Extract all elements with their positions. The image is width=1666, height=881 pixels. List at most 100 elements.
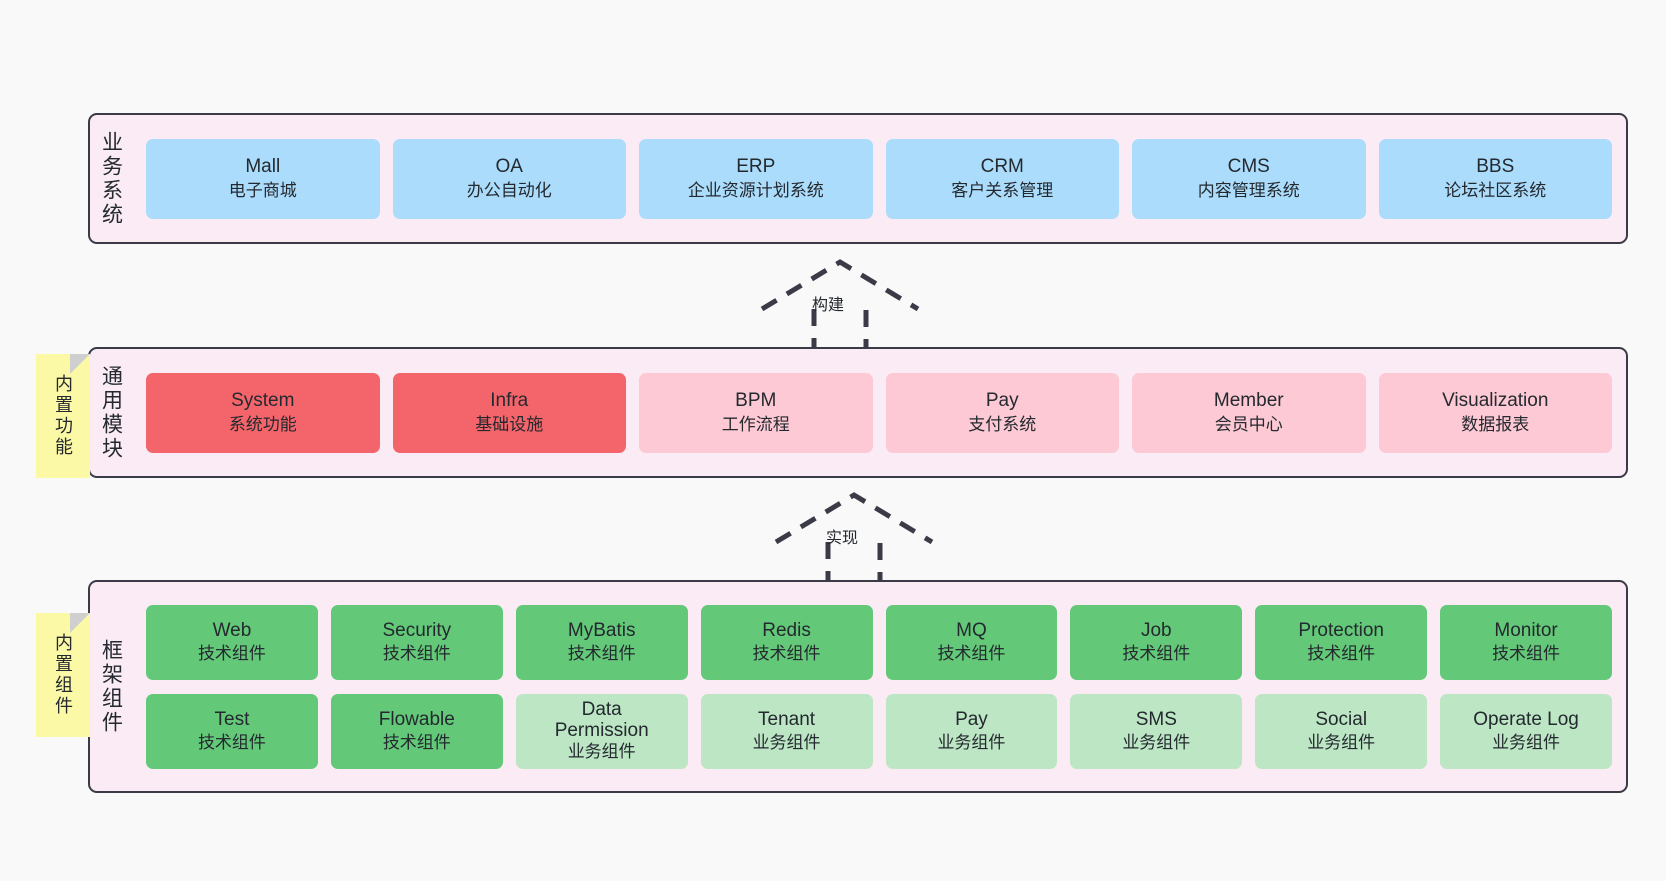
node-redis[interactable]: Redis 技术组件 [700, 604, 873, 680]
node-data-permission[interactable]: Data Permission 业务组件 [515, 693, 688, 769]
node-member[interactable]: Member 会员中心 [1132, 372, 1366, 453]
build-arrow-label: 构建 [812, 297, 845, 314]
node-bbs[interactable]: BBS 论坛社区系统 [1378, 138, 1612, 219]
node-test-cn: 技术组件 [197, 733, 266, 753]
node-protection[interactable]: Protection 技术组件 [1255, 604, 1428, 680]
node-visualization-en: Visualization [1442, 390, 1549, 412]
node-mq-cn: 技术组件 [937, 644, 1006, 664]
node-operate-log-en: Operate Log [1473, 708, 1579, 730]
node-member-en: Member [1213, 390, 1284, 412]
node-mq[interactable]: MQ 技术组件 [885, 604, 1058, 680]
node-operate-log-cn: 业务组件 [1492, 733, 1561, 753]
node-mybatis-en: MyBatis [567, 619, 636, 641]
node-mall[interactable]: Mall 电子商城 [146, 138, 380, 219]
node-system[interactable]: System 系统功能 [146, 372, 380, 453]
node-system-cn: 系统功能 [228, 414, 297, 434]
node-monitor-cn: 技术组件 [1492, 644, 1561, 664]
framework-row-technical: Web 技术组件 Security 技术组件 MyBatis 技术组件 Redi… [146, 604, 1612, 680]
sticky-note-builtin-components-label: 内置组件 [53, 633, 73, 717]
layer-title-business-systems: 业务系统 [99, 130, 123, 227]
node-oa[interactable]: OA 办公自动化 [392, 138, 626, 219]
node-mall-en: Mall [245, 156, 281, 178]
layer-common-modules: 通用模块 System 系统功能 Infra 基础设施 BPM 工作流程 Pay… [88, 347, 1628, 478]
node-pay-module-cn: 支付系统 [968, 414, 1037, 434]
node-oa-en: OA [495, 156, 523, 178]
layer-title-framework-components: 框架组件 [99, 638, 123, 735]
node-job[interactable]: Job 技术组件 [1070, 604, 1243, 680]
node-test[interactable]: Test 技术组件 [146, 693, 318, 769]
node-flowable[interactable]: Flowable 技术组件 [330, 693, 503, 769]
node-monitor-en: Monitor [1494, 619, 1558, 641]
node-bbs-en: BBS [1476, 156, 1515, 178]
node-sms-en: SMS [1135, 708, 1177, 730]
node-protection-en: Protection [1298, 619, 1384, 641]
node-bpm[interactable]: BPM 工作流程 [639, 372, 873, 453]
node-security-cn: 技术组件 [382, 644, 451, 664]
node-data-permission-en: Data Permission [554, 698, 649, 742]
sticky-note-builtin-functions: 内置功能 [36, 354, 90, 478]
node-tenant[interactable]: Tenant 业务组件 [700, 693, 873, 769]
layer-framework-components: 框架组件 Web 技术组件 Security 技术组件 MyBatis 技术组件… [88, 580, 1628, 793]
node-infra[interactable]: Infra 基础设施 [392, 372, 626, 453]
node-pay-component-cn: 业务组件 [937, 733, 1006, 753]
node-web-en: Web [212, 619, 252, 641]
node-job-cn: 技术组件 [1122, 644, 1191, 664]
build-arrow: 构建 [752, 254, 932, 354]
node-visualization-cn: 数据报表 [1461, 414, 1530, 434]
node-web-cn: 技术组件 [197, 644, 266, 664]
node-bpm-en: BPM [735, 390, 777, 412]
node-mybatis[interactable]: MyBatis 技术组件 [515, 604, 688, 680]
layer-title-common-modules: 通用模块 [99, 364, 123, 461]
node-infra-cn: 基础设施 [475, 414, 544, 434]
node-social-cn: 业务组件 [1307, 733, 1376, 753]
node-member-cn: 会员中心 [1214, 414, 1283, 434]
sticky-note-builtin-components: 内置组件 [36, 613, 90, 737]
layer-business-systems: 业务系统 Mall 电子商城 OA 办公自动化 ERP 企业资源计划系统 CRM… [88, 113, 1628, 244]
node-flowable-cn: 技术组件 [382, 733, 451, 753]
node-cms[interactable]: CMS 内容管理系统 [1132, 138, 1366, 219]
node-monitor[interactable]: Monitor 技术组件 [1440, 604, 1612, 680]
node-social[interactable]: Social 业务组件 [1255, 693, 1428, 769]
framework-row-business: Test 技术组件 Flowable 技术组件 Data Permission … [146, 693, 1612, 769]
node-web[interactable]: Web 技术组件 [146, 604, 318, 680]
sticky-note-builtin-functions-label: 内置功能 [53, 374, 73, 458]
node-erp[interactable]: ERP 企业资源计划系统 [639, 138, 873, 219]
node-mall-cn: 电子商城 [228, 180, 297, 200]
node-oa-cn: 办公自动化 [466, 180, 552, 200]
node-tenant-cn: 业务组件 [752, 733, 821, 753]
node-pay-component[interactable]: Pay 业务组件 [885, 693, 1058, 769]
node-test-en: Test [214, 708, 250, 730]
node-job-en: Job [1140, 619, 1172, 641]
node-bpm-cn: 工作流程 [721, 414, 790, 434]
node-social-en: Social [1315, 708, 1368, 730]
node-redis-en: Redis [762, 619, 811, 641]
node-operate-log[interactable]: Operate Log 业务组件 [1440, 693, 1612, 769]
node-cms-cn: 内容管理系统 [1197, 180, 1300, 200]
node-erp-cn: 企业资源计划系统 [687, 180, 824, 200]
node-security-en: Security [382, 619, 452, 641]
node-crm-en: CRM [980, 156, 1024, 178]
node-crm-cn: 客户关系管理 [951, 180, 1054, 200]
node-sms-cn: 业务组件 [1122, 733, 1191, 753]
node-sms[interactable]: SMS 业务组件 [1070, 693, 1243, 769]
node-cms-en: CMS [1227, 156, 1270, 178]
node-protection-cn: 技术组件 [1307, 644, 1376, 664]
node-infra-en: Infra [490, 390, 529, 412]
node-redis-cn: 技术组件 [752, 644, 821, 664]
node-mq-en: MQ [956, 619, 987, 641]
node-crm[interactable]: CRM 客户关系管理 [885, 138, 1119, 219]
node-flowable-en: Flowable [378, 708, 455, 730]
node-bbs-cn: 论坛社区系统 [1444, 180, 1547, 200]
node-pay-module[interactable]: Pay 支付系统 [885, 372, 1119, 453]
layer-body-business-systems: Mall 电子商城 OA 办公自动化 ERP 企业资源计划系统 CRM 客户关系… [132, 115, 1626, 242]
node-pay-component-en: Pay [955, 708, 988, 730]
realize-arrow-label: 实现 [826, 530, 859, 547]
realize-arrow: 实现 [766, 487, 946, 587]
node-security[interactable]: Security 技术组件 [330, 604, 503, 680]
node-system-en: System [231, 390, 295, 412]
node-visualization[interactable]: Visualization 数据报表 [1378, 372, 1612, 453]
node-mybatis-cn: 技术组件 [567, 644, 636, 664]
node-erp-en: ERP [736, 156, 776, 178]
layer-body-framework-components: Web 技术组件 Security 技术组件 MyBatis 技术组件 Redi… [132, 582, 1626, 791]
